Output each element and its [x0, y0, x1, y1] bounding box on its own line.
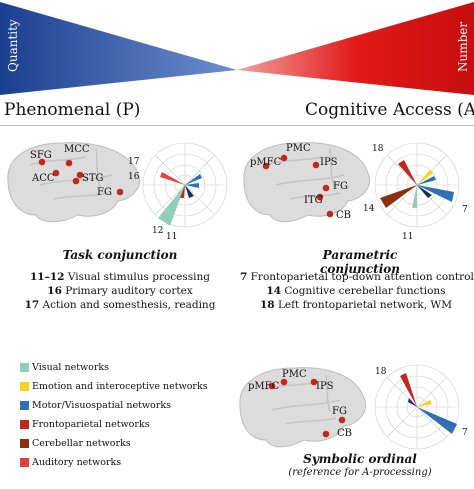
- network-number: 11: [402, 232, 414, 242]
- stg-marker-1: [76, 171, 84, 179]
- network-number: 18: [372, 144, 384, 154]
- region-label: PMC: [282, 369, 307, 380]
- quantity-triangle: [0, 2, 237, 95]
- petal-frontoparietal: [398, 160, 417, 185]
- region-label: IPS: [316, 381, 334, 392]
- region-label: CB: [337, 428, 352, 439]
- legend-emotion: Emotion and interoceptive networks: [20, 381, 208, 392]
- legend-swatch: [20, 458, 29, 467]
- description-line: 11–12 Visual stimulus processing: [30, 271, 210, 283]
- petal-emotion: [417, 170, 433, 185]
- cognitive-access-heading: Cognitive Access (A): [305, 100, 474, 120]
- region-label: ACC: [32, 173, 55, 184]
- petal-emotion: [417, 400, 432, 407]
- parametric-conjunction-title: Parametric conjunction: [320, 248, 400, 276]
- cb-marker: [322, 430, 330, 438]
- fg-marker: [116, 188, 124, 196]
- petal-frontoparietal: [180, 185, 185, 198]
- sfg-marker: [38, 158, 46, 166]
- legend-swatch: [20, 420, 29, 429]
- task-conjunction-title: Task conjunction: [62, 248, 178, 262]
- region-label: FG: [332, 406, 347, 417]
- symbolic-subtitle: (reference for A-processing): [288, 467, 432, 478]
- pmfc-marker: [268, 382, 276, 390]
- petal-motor-3: [185, 185, 194, 198]
- petal-visual: [412, 185, 417, 208]
- heading-divider: [0, 125, 474, 126]
- region-label: pMFC: [248, 381, 280, 392]
- legend-motor: Motor/Visuospatial networks: [20, 400, 171, 411]
- fg-marker: [338, 416, 346, 424]
- ips-marker: [312, 161, 320, 169]
- region-label: ITG: [304, 195, 323, 206]
- region-label: IPS: [320, 157, 338, 168]
- legend-swatch: [20, 439, 29, 448]
- cb-marker: [326, 210, 334, 218]
- network-number: 11: [166, 232, 178, 242]
- region-label: CB: [336, 210, 351, 221]
- description-line: 16 Primary auditory cortex: [47, 285, 193, 297]
- symbolic-ordinal-title: Symbolic ordinal: [303, 452, 417, 466]
- network-number: 12: [152, 226, 164, 236]
- petal-motor-2: [417, 176, 436, 185]
- legend-swatch: [20, 382, 29, 391]
- acc-marker: [52, 169, 60, 177]
- task-description: 11–12 Visual stimulus processing 16 Prim…: [15, 270, 225, 312]
- phenomenal-heading: Phenomenal (P): [4, 100, 141, 120]
- region-label: STG: [82, 173, 104, 184]
- legend-cerebellar: Cerebellar networks: [20, 438, 131, 449]
- region-label: pMFC: [250, 157, 282, 168]
- network-number: 18: [375, 367, 387, 377]
- petal-frontoparietal: [400, 373, 417, 407]
- region-label: FG: [333, 181, 348, 192]
- petal-motor: [417, 185, 454, 202]
- network-number: 14: [363, 204, 375, 214]
- brain-symbolic: [239, 367, 366, 448]
- legend-visual: Visual networks: [20, 362, 109, 373]
- region-label: SFG: [30, 150, 52, 161]
- ips-marker: [310, 378, 318, 386]
- petal-cerebellar: [380, 185, 417, 208]
- legend-swatch: [20, 363, 29, 372]
- network-number: 17: [128, 157, 140, 167]
- quantity-number-banner: [0, 2, 474, 95]
- legend-frontoparietal: Frontoparietal networks: [20, 419, 150, 430]
- pmfc-marker: [262, 162, 270, 170]
- region-label: FG: [97, 187, 112, 198]
- itg-marker: [316, 193, 324, 201]
- petal-auditory: [160, 172, 185, 185]
- stg-marker-2: [72, 177, 80, 185]
- polar-parametric: [374, 142, 460, 228]
- quantity-label: Quantity: [6, 19, 20, 72]
- polar-symbolic: [374, 364, 460, 450]
- description-line: 18 Left frontoparietal network, WM: [260, 299, 452, 311]
- petal-motor-3: [417, 185, 432, 198]
- brain-task: [7, 142, 140, 223]
- network-number: 7: [462, 205, 468, 215]
- description-line: 14 Cognitive cerebellar functions: [266, 285, 446, 297]
- legend-auditory: Auditory networks: [20, 457, 121, 468]
- description-line: 17 Action and somesthesis, reading: [24, 299, 216, 311]
- network-number: 16: [128, 172, 140, 182]
- fg-marker: [322, 184, 330, 192]
- brain-parametric: [243, 142, 370, 223]
- number-label: Number: [456, 21, 470, 72]
- petal-motor-2: [408, 398, 417, 407]
- parametric-description: 7 Frontoparietal top-down attention cont…: [240, 270, 474, 312]
- description-line: 7 Frontoparietal top-down attention cont…: [240, 271, 474, 283]
- petal-motor-2: [185, 183, 199, 188]
- petal-visual-2: [173, 185, 185, 204]
- number-triangle: [237, 2, 474, 95]
- petal-motor: [185, 174, 202, 185]
- legend-swatch: [20, 401, 29, 410]
- region-label: MCC: [64, 144, 90, 155]
- polar-task: [142, 142, 228, 228]
- pmc-marker: [280, 378, 288, 386]
- petal-motor: [417, 407, 457, 434]
- mcc-marker: [65, 159, 73, 167]
- pmc-marker: [280, 154, 288, 162]
- network-number: 7: [462, 428, 468, 438]
- region-label: PMC: [286, 143, 311, 154]
